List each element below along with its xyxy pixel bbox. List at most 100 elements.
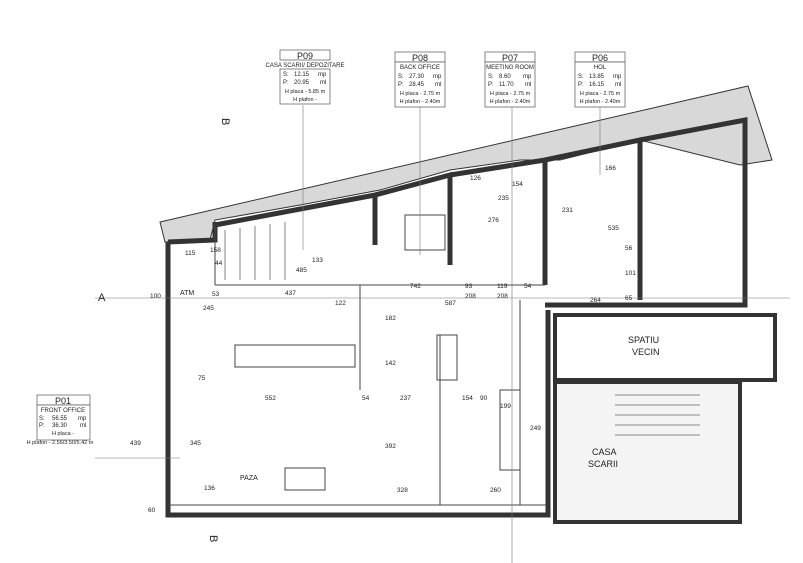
dimensions: 485 133 437 122 587 742 93 119 208 208 5… <box>130 165 636 514</box>
dimension: 328 <box>397 487 408 494</box>
dimension: 199 <box>500 403 511 410</box>
paza-label: PAZA <box>240 475 258 482</box>
area-unit: mp <box>613 74 622 80</box>
dimension: 122 <box>335 300 346 307</box>
dimension: 75 <box>198 375 206 382</box>
desk <box>436 334 458 381</box>
area: 27.30 <box>409 74 425 80</box>
dimension: 249 <box>530 425 541 432</box>
dimension: 136 <box>204 485 215 492</box>
dimension: 115 <box>185 250 196 257</box>
spatiu-vecin-label: SPATIU <box>628 335 659 345</box>
section-a: A <box>98 292 106 304</box>
dimension: 154 <box>512 181 523 188</box>
dimension: 54 <box>362 395 370 402</box>
room-code: P09 <box>297 51 313 61</box>
walls <box>165 116 748 518</box>
casa-scarii-area <box>553 380 742 524</box>
room-code: P08 <box>412 53 428 63</box>
dimension: 231 <box>562 207 573 214</box>
perimeter: 16.15 <box>589 82 605 88</box>
dimension: 142 <box>385 360 396 367</box>
room-tag-p06: P06 HOL S: 13.85 mp P: 16.15 ml H placa … <box>574 51 626 108</box>
room-name: MEETING ROOM <box>486 65 534 71</box>
dimension: 437 <box>285 290 296 297</box>
area-unit: mp <box>523 74 532 80</box>
area-label: S: <box>398 74 404 80</box>
desk <box>499 389 521 471</box>
dimension: 245 <box>203 305 214 312</box>
h-placa: H placa - 5.85 m <box>285 89 326 95</box>
dimension: 276 <box>488 217 499 224</box>
area: 8.60 <box>499 74 511 80</box>
perimeter-label: P: <box>283 80 289 86</box>
dimension: 208 <box>497 293 508 300</box>
dimension: 44 <box>215 260 223 267</box>
area: 12.15 <box>294 72 310 78</box>
perimeter: 20.95 <box>294 80 310 86</box>
area-unit: mp <box>318 72 327 78</box>
dimension: 93 <box>465 283 473 290</box>
dimension: 126 <box>470 175 481 182</box>
dimension: 65 <box>625 295 633 302</box>
h-placa: H placa - 2.75 m <box>490 91 531 97</box>
h-plafon: H plafon - <box>293 97 317 103</box>
dimension: 56 <box>625 245 633 252</box>
dimension: 154 <box>462 395 473 402</box>
room-tag-p09: P09 CASA SCARII/ DEPOZITARE S: 12.15 mp … <box>266 49 345 105</box>
dimension: 552 <box>265 395 276 402</box>
atm-label: ATM <box>180 290 194 297</box>
h-plafon: H plafon - 2.40m <box>580 99 621 105</box>
room-name: HOL <box>594 65 607 71</box>
area-label: S: <box>488 74 494 80</box>
dimension: 119 <box>497 283 508 290</box>
dimension: 264 <box>590 297 601 304</box>
dimension: 392 <box>385 443 396 450</box>
spatiu-vecin-label-2: VECIN <box>632 347 660 357</box>
area: 13.85 <box>589 74 605 80</box>
table <box>404 214 446 251</box>
area-unit: mp <box>78 416 87 422</box>
grid-lines <box>95 100 790 563</box>
dimension: 208 <box>465 293 476 300</box>
dimension: 235 <box>498 195 509 202</box>
dimension: 90 <box>480 395 488 402</box>
room-code: P07 <box>502 53 518 63</box>
casa-scarii-label-2: SCARII <box>588 459 618 469</box>
dimension: 60 <box>148 507 156 514</box>
dimension: 101 <box>625 270 636 277</box>
perimeter-unit: ml <box>80 423 86 429</box>
dimension: 182 <box>385 315 396 322</box>
room-name: CASA SCARII/ DEPOZITARE <box>266 63 345 69</box>
dimension: 53 <box>212 291 220 298</box>
dimension: 237 <box>400 395 411 402</box>
dimension: 587 <box>445 300 456 307</box>
dimension: 100 <box>150 293 161 300</box>
dimension: 742 <box>410 283 421 290</box>
dimension: 133 <box>312 257 323 264</box>
perimeter-unit: ml <box>615 82 621 88</box>
h-placa: H placa - 2.75 m <box>400 91 441 97</box>
room-tag-p08: P08 BACK OFFICE S: 27.30 mp P: 28.45 ml … <box>394 51 446 108</box>
counter <box>234 344 356 368</box>
perimeter: 11.70 <box>499 82 514 88</box>
area-label: S: <box>578 74 584 80</box>
room-code: P01 <box>55 396 71 406</box>
dimension: 158 <box>210 247 221 254</box>
perimeter-unit: ml <box>435 82 441 88</box>
perimeter-label: P: <box>398 82 404 88</box>
h-plafon: H plafon - 2.40m <box>400 99 441 105</box>
roof-band <box>159 85 773 243</box>
dimension: 485 <box>296 267 307 274</box>
dimension: 54 <box>524 283 532 290</box>
section-b-top: B <box>219 118 231 125</box>
area-label: S: <box>283 72 289 78</box>
h-plafon: H plafon - 2.56/3.50/5.42 m <box>27 440 94 446</box>
h-placa: H placa - <box>52 431 74 437</box>
area-unit: mp <box>433 74 442 80</box>
room-name: FRONT OFFICE <box>41 408 85 414</box>
casa-scarii-label: CASA <box>592 447 617 457</box>
table <box>284 467 326 491</box>
perimeter: 36.30 <box>52 423 68 429</box>
